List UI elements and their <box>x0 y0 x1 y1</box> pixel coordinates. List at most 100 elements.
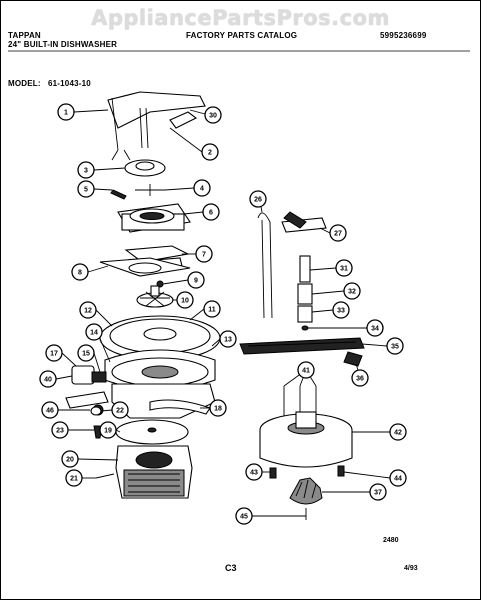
screw-part-21 <box>95 473 115 479</box>
svg-text:35: 35 <box>391 344 399 351</box>
callout-31: 31 <box>335 259 353 277</box>
svg-text:12: 12 <box>84 308 92 315</box>
leader-lines <box>55 109 391 517</box>
callout-10: 10 <box>176 291 194 309</box>
sump-base-part-18 <box>111 383 216 419</box>
foot-part-43 <box>269 467 277 479</box>
callout-18: 18 <box>209 399 227 417</box>
svg-text:9: 9 <box>194 278 198 285</box>
tube-part-26 <box>257 212 273 319</box>
svg-text:10: 10 <box>181 298 189 305</box>
svg-text:42: 42 <box>394 430 402 437</box>
svg-text:1: 1 <box>64 110 68 117</box>
page-number: C3 <box>225 563 237 573</box>
callout-30: 30 <box>204 106 222 124</box>
valve-assembly-part-15 <box>65 365 109 416</box>
callout-46: 46 <box>41 401 59 419</box>
svg-text:26: 26 <box>254 197 262 204</box>
callout-19: 19 <box>99 421 117 439</box>
housing-part-6 <box>117 203 191 233</box>
callout-44: 44 <box>389 469 407 487</box>
callout-41: 41 <box>297 361 315 379</box>
callout-43: 43 <box>245 463 263 481</box>
spray-tube-part-31 <box>299 255 311 283</box>
callout-9: 9 <box>187 271 205 289</box>
callout-27: 27 <box>329 224 347 242</box>
svg-text:32: 32 <box>348 289 356 296</box>
impeller-part-37 <box>289 477 323 505</box>
callout-14: 14 <box>85 323 103 341</box>
drawing-number: 2480 <box>383 537 399 544</box>
svg-text:11: 11 <box>208 307 216 314</box>
svg-text:40: 40 <box>44 377 52 384</box>
callout-4: 4 <box>193 179 211 197</box>
svg-text:45: 45 <box>240 514 248 521</box>
callout-37: 37 <box>369 483 387 501</box>
svg-text:31: 31 <box>340 266 348 273</box>
callout-26: 26 <box>249 190 267 208</box>
callout-23: 23 <box>51 421 69 439</box>
svg-text:8: 8 <box>78 270 82 277</box>
svg-text:3: 3 <box>84 168 88 175</box>
callout-33: 33 <box>332 301 350 319</box>
callout-35: 35 <box>386 337 404 355</box>
model-number: 61-1043-10 <box>48 79 91 88</box>
svg-text:13: 13 <box>224 337 232 344</box>
svg-text:46: 46 <box>46 408 54 415</box>
callout-45: 45 <box>235 507 253 525</box>
svg-text:43: 43 <box>250 470 258 477</box>
watermark: AppliancePartsPros.com <box>91 6 390 30</box>
callout-8: 8 <box>71 263 89 281</box>
svg-text:27: 27 <box>334 231 342 238</box>
callout-17: 17 <box>45 344 63 362</box>
washer-part-34 <box>301 325 309 331</box>
callout-20: 20 <box>61 450 79 468</box>
small-part-36 <box>343 351 363 367</box>
svg-text:41: 41 <box>302 368 310 375</box>
svg-text:2: 2 <box>208 150 212 157</box>
pump-assembly-part-42 <box>259 411 353 468</box>
callout-3: 3 <box>77 161 95 179</box>
revision-date: 4/93 <box>404 565 418 572</box>
callout-15: 15 <box>77 344 95 362</box>
screw-part-5 <box>110 189 127 200</box>
clip-part-4 <box>135 184 165 196</box>
callout-12: 12 <box>79 301 97 319</box>
svg-text:7: 7 <box>202 252 206 259</box>
support-bracket-part <box>107 91 206 161</box>
callout-36: 36 <box>351 369 369 387</box>
callout-11: 11 <box>203 300 221 318</box>
catalog-title: FACTORY PARTS CATALOG <box>186 31 298 40</box>
product-label: 24" BUILT-IN DISHWASHER <box>8 40 118 49</box>
svg-text:4: 4 <box>200 186 204 193</box>
svg-text:22: 22 <box>116 408 124 415</box>
svg-text:14: 14 <box>90 330 98 337</box>
svg-text:37: 37 <box>374 490 382 497</box>
svg-text:20: 20 <box>66 457 74 464</box>
svg-text:36: 36 <box>356 376 364 383</box>
spray-tube-part-32 <box>297 283 313 305</box>
svg-text:21: 21 <box>70 476 78 483</box>
catalog-number: 5995236699 <box>380 31 427 40</box>
impeller-part-10 <box>136 285 174 308</box>
model-label: MODEL: <box>8 79 41 88</box>
pump-cover-part-12 <box>99 315 221 361</box>
spray-head-part-27 <box>281 211 327 233</box>
callout-40: 40 <box>39 370 57 388</box>
brand-label: TAPPAN <box>8 31 41 40</box>
callout-6: 6 <box>202 203 220 221</box>
callout-34: 34 <box>366 319 384 337</box>
motor-part-20 <box>115 445 193 499</box>
callout-7: 7 <box>195 245 213 263</box>
callout-2: 2 <box>201 143 219 161</box>
svg-text:18: 18 <box>214 406 222 413</box>
svg-text:30: 30 <box>209 113 217 120</box>
svg-text:15: 15 <box>82 351 90 358</box>
pump-housing-part-14 <box>104 349 216 391</box>
callout-13: 13 <box>219 330 237 348</box>
callout-21: 21 <box>65 469 83 487</box>
callout-5: 5 <box>77 180 95 198</box>
svg-text:5: 5 <box>84 187 88 194</box>
svg-text:17: 17 <box>50 351 58 358</box>
